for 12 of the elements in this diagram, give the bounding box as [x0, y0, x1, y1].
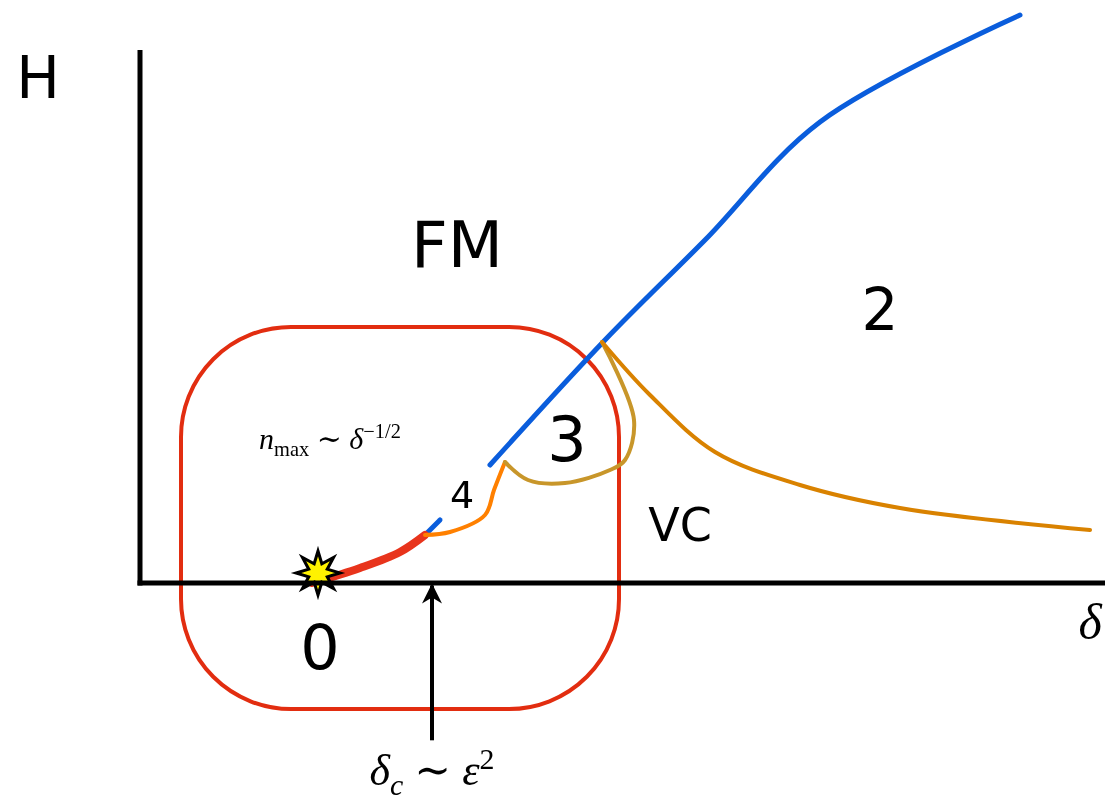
- region-label: 3: [547, 409, 587, 471]
- formula-label: δ$_{c}$ ∼ ε$^{2}$: [369, 744, 495, 800]
- arrow: [422, 583, 442, 741]
- region-label: FM: [411, 213, 503, 277]
- axis: [137, 580, 1105, 586]
- region-label: 2: [861, 281, 899, 339]
- axis-label: H: [16, 49, 60, 107]
- region-label: 4: [449, 476, 475, 514]
- axis-label: δ: [1078, 597, 1102, 647]
- axis-tick-label: 0: [300, 617, 340, 679]
- formula-label: n$_{max}$ ∼ δ$^{−1/2}$: [259, 420, 401, 460]
- region-label: VC: [648, 502, 712, 548]
